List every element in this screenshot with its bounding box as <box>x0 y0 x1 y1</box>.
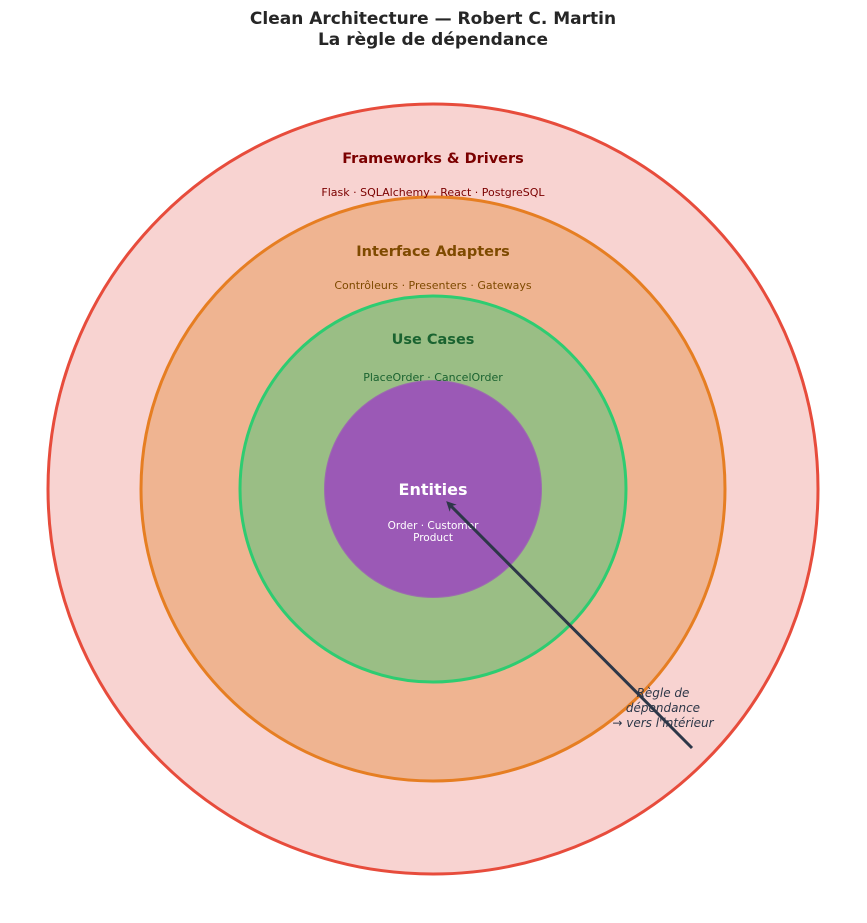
dependency-note-line1: Règle de <box>637 686 690 700</box>
diagram-subtitle: La règle de dépendance <box>318 30 548 50</box>
dependency-note-line3: → vers l'intérieur <box>612 716 714 730</box>
dependency-arrow <box>446 501 694 750</box>
entities-label: Entities <box>399 480 468 499</box>
entities-items-line1: Order · Customer <box>388 520 480 532</box>
interface-adapters-label: Interface Adapters <box>356 244 510 260</box>
entities-items-line2: Product <box>413 532 453 544</box>
frameworks-drivers-label: Frameworks & Drivers <box>342 151 524 167</box>
use-cases-label: Use Cases <box>392 332 475 348</box>
use-cases-items: PlaceOrder · CancelOrder <box>363 371 503 384</box>
dependency-note-line2: dépendance <box>626 701 700 715</box>
diagram-title: Clean Architecture — Robert C. Martin <box>250 9 616 29</box>
frameworks-drivers-items: Flask · SQLAlchemy · React · PostgreSQL <box>321 186 545 199</box>
interface-adapters-items: Contrôleurs · Presenters · Gateways <box>334 279 532 292</box>
